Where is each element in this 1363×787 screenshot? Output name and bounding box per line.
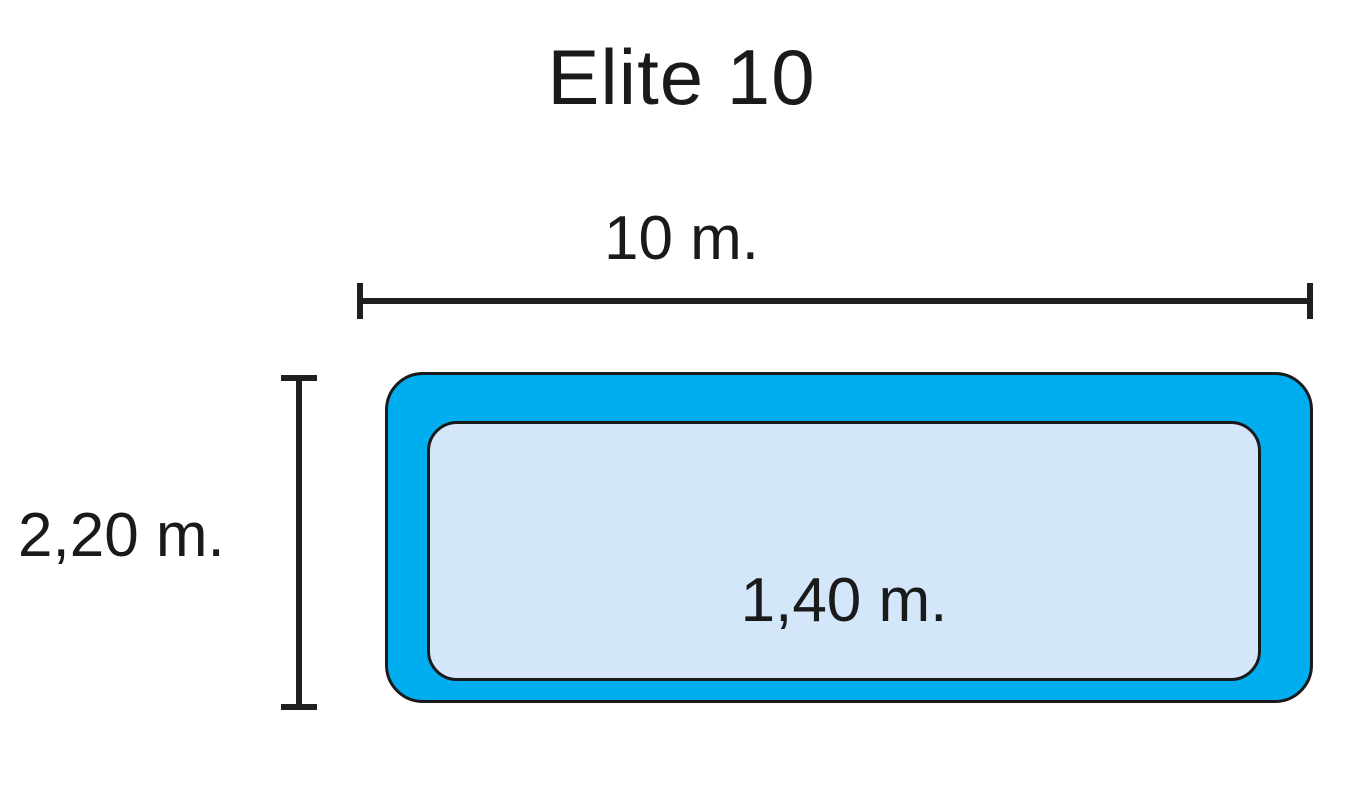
- height-dimension-line: [281, 375, 317, 710]
- width-dimension-tick-right: [1307, 283, 1313, 319]
- page-title: Elite 10: [547, 33, 816, 121]
- pool-inner-basin: 1,40 m.: [427, 421, 1261, 681]
- width-dimension-line: [357, 283, 1313, 319]
- height-dimension-tick-bottom: [281, 704, 317, 710]
- height-dimension-tick-top: [281, 375, 317, 381]
- pool-outer-shape: 1,40 m.: [385, 372, 1313, 703]
- width-dimension-label: 10 m.: [603, 204, 760, 273]
- depth-dimension-label: 1,40 m.: [740, 566, 948, 635]
- height-dimension-label: 2,20 m.: [18, 501, 225, 570]
- width-dimension-tick-left: [357, 283, 363, 319]
